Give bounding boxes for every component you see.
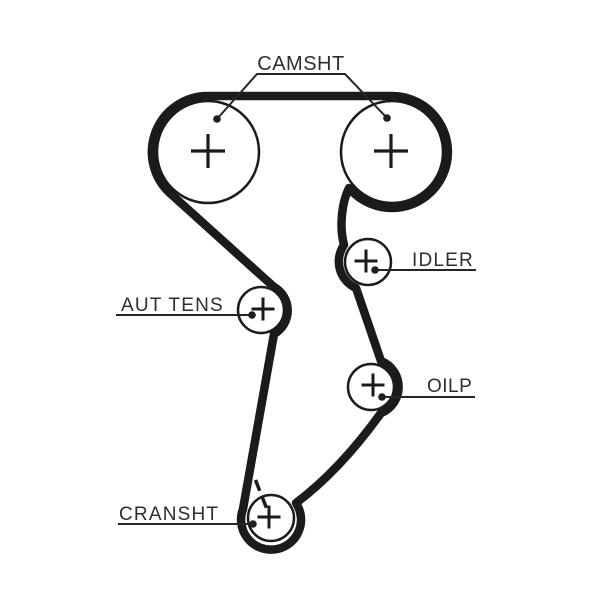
label-oil-pump: OILP [427, 376, 472, 397]
plus-icon-crankshaft [257, 505, 281, 529]
leader-dot-idler [371, 266, 379, 274]
timing-mark-dashes [253, 479, 269, 509]
leader-dot-crankshaft [249, 520, 257, 528]
label-crankshaft: CRANSHT [119, 504, 219, 525]
label-tensioner: AUT TENS [121, 295, 224, 316]
label-idler: IDLER [412, 250, 474, 271]
plus-icon-camshaft-left [191, 134, 225, 168]
label-camshaft: CAMSHT [257, 53, 344, 75]
leader-line-camshaft [216, 73, 388, 120]
plus-icon-tensioner [251, 297, 275, 321]
leader-dot-camshaft-right [383, 114, 391, 122]
plus-icon-oil-pump [361, 373, 385, 397]
plus-icon-idler [354, 249, 378, 273]
leader-dot-camshaft-left [213, 115, 221, 123]
pulley-oil-pump [346, 362, 396, 412]
leader-dot-tensioner [248, 311, 256, 319]
plus-icon-camshaft-right [374, 134, 408, 168]
timing-belt [147, 91, 453, 554]
leader-dot-oil-pump [378, 393, 386, 401]
